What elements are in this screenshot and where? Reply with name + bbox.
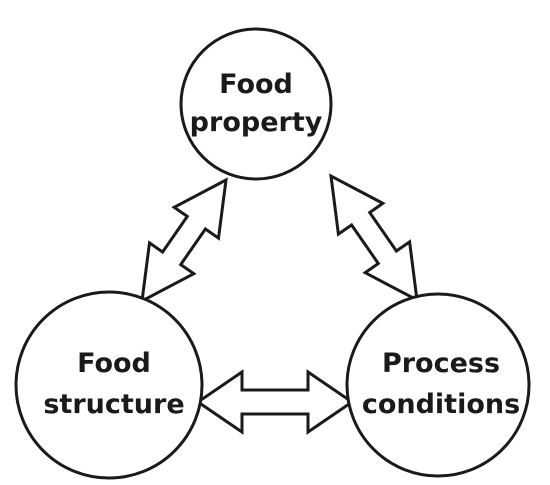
node-process-conditions-line1: Process xyxy=(382,348,500,379)
arrow-property-structure xyxy=(140,177,228,304)
node-food-structure-line1: Food xyxy=(77,348,151,379)
node-process-conditions-line2: conditions xyxy=(362,389,520,420)
node-food-structure: Food structure xyxy=(14,290,204,480)
double-arrow-structure-process xyxy=(195,369,355,435)
double-arrow-property-structure xyxy=(140,177,228,304)
node-food-property-line1: Food xyxy=(219,69,293,100)
node-food-property-circle xyxy=(179,27,333,181)
node-food-property-line2: property xyxy=(190,107,323,138)
arrow-property-process xyxy=(329,173,419,303)
node-food-structure-circle xyxy=(14,290,204,480)
node-process-conditions: Process conditions xyxy=(345,292,531,478)
node-food-structure-line2: structure xyxy=(43,389,184,420)
double-arrow-property-process xyxy=(329,173,419,303)
arrow-structure-process xyxy=(195,369,355,435)
node-process-conditions-circle xyxy=(345,292,531,478)
node-food-property: Food property xyxy=(179,27,333,181)
